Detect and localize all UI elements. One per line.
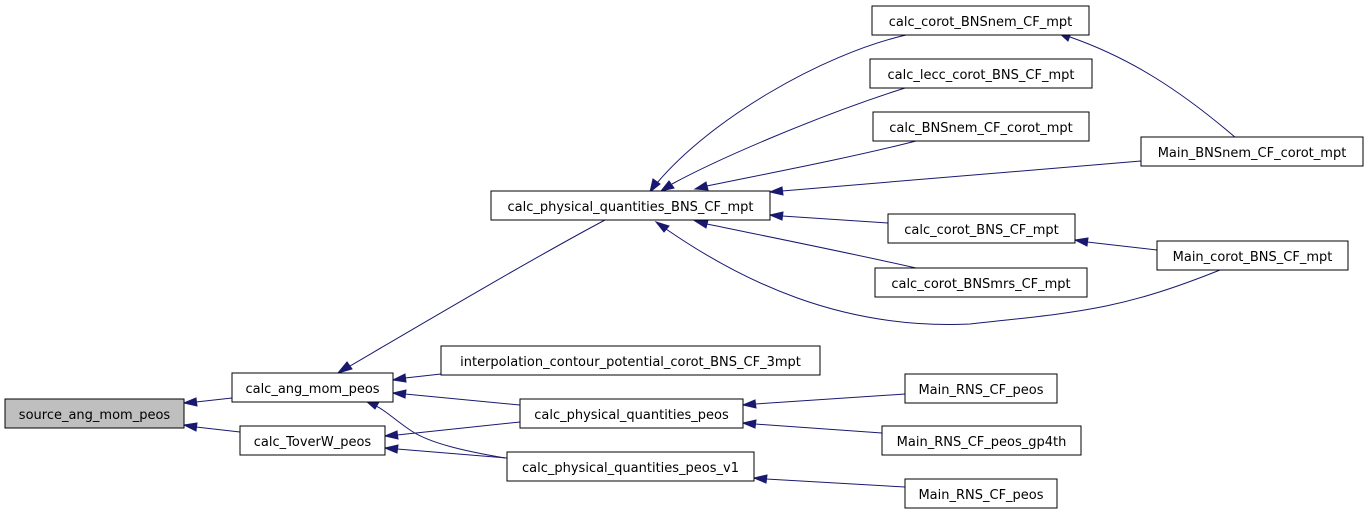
edge-calc_ToverW_peos-to-source bbox=[182, 422, 241, 433]
node-source_ang_mom_peos: source_ang_mom_peos bbox=[4, 398, 185, 429]
svg-text:calc_ToverW_peos: calc_ToverW_peos bbox=[254, 435, 372, 450]
edge-Main_RNS_CF_peos_gp4th-to-calc_physical_quantities_peos bbox=[741, 419, 883, 434]
node-calc_physical_quantities_peos_v1[interactable]: calc_physical_quantities_peos_v1 bbox=[506, 451, 755, 482]
node-Main_BNSnem_CF_corot_mpt[interactable]: Main_BNSnem_CF_corot_mpt bbox=[1140, 136, 1364, 167]
edge-calc_physical_quantities_peos-to-calc_ang_mom_peos bbox=[391, 389, 521, 406]
node-Main_corot_BNS_CF_mpt[interactable]: Main_corot_BNS_CF_mpt bbox=[1156, 240, 1349, 271]
svg-text:calc_corot_BNS_CF_mpt: calc_corot_BNS_CF_mpt bbox=[904, 223, 1059, 238]
edge-Main_BNSnem_CF_corot_mpt-to-calc_physical_quantities_BNS_CF_mpt bbox=[768, 160, 1142, 196]
svg-text:calc_physical_quantities_peos_: calc_physical_quantities_peos_v1 bbox=[522, 461, 739, 476]
svg-text:calc_corot_BNSmrs_CF_mpt: calc_corot_BNSmrs_CF_mpt bbox=[891, 277, 1070, 292]
svg-text:Main_RNS_CF_peos: Main_RNS_CF_peos bbox=[918, 383, 1043, 398]
edge-Main_corot_BNS_CF_mpt-to-calc_physical_quantities_BNS_CF_mpt bbox=[654, 221, 1221, 325]
node-calc_ang_mom_peos[interactable]: calc_ang_mom_peos bbox=[231, 372, 394, 403]
edge-calc_ang_mom_peos-to-source bbox=[182, 397, 233, 407]
svg-text:calc_physical_quantities_peos: calc_physical_quantities_peos bbox=[534, 408, 729, 423]
edge-Main_RNS_CF_peos-to-calc_physical_quantities_peos bbox=[741, 393, 906, 409]
svg-text:calc_lecc_corot_BNS_CF_mpt: calc_lecc_corot_BNS_CF_mpt bbox=[888, 68, 1075, 83]
node-Main_RNS_CF_peos-2[interactable]: Main_RNS_CF_peos bbox=[904, 478, 1058, 509]
node-Main_RNS_CF_peos_gp4th[interactable]: Main_RNS_CF_peos_gp4th bbox=[881, 425, 1082, 456]
edge-Main_RNS_CF_peos-to-calc_physical_quantities_peos_v1 bbox=[752, 474, 906, 488]
node-interpolation_contour_potential_corot_BNS_CF_3mpt[interactable]: interpolation_contour_potential_corot_BN… bbox=[440, 345, 821, 376]
svg-text:calc_physical_quantities_BNS_C: calc_physical_quantities_BNS_CF_mpt bbox=[507, 200, 753, 215]
svg-text:interpolation_contour_potentia: interpolation_contour_potential_corot_BN… bbox=[460, 355, 801, 370]
edge-calc_BNSnem_CF_corot_mpt-to-calc_physical_quantities_BNS_CF_mpt bbox=[693, 140, 917, 191]
node-calc_corot_BNS_CF_mpt[interactable]: calc_corot_BNS_CF_mpt bbox=[887, 213, 1076, 244]
edge-interpolation-to-calc_ang_mom_peos bbox=[391, 373, 442, 383]
node-calc_physical_quantities_BNS_CF_mpt[interactable]: calc_physical_quantities_BNS_CF_mpt bbox=[490, 190, 771, 221]
edge-calc_physical_quantities_BNS_CF_mpt-to-calc_ang_mom_peos bbox=[336, 219, 606, 374]
edge-calc_corot_BNSmrs_CF_mpt-to-calc_physical_quantities_BNS_CF_mpt bbox=[693, 219, 917, 269]
svg-text:Main_BNSnem_CF_corot_mpt: Main_BNSnem_CF_corot_mpt bbox=[1158, 146, 1347, 161]
svg-text:calc_BNSnem_CF_corot_mpt: calc_BNSnem_CF_corot_mpt bbox=[889, 121, 1072, 136]
svg-text:source_ang_mom_peos: source_ang_mom_peos bbox=[19, 408, 171, 423]
edge-calc_lecc_corot_BNS_CF_mpt-to-calc_physical_quantities_BNS_CF_mpt bbox=[659, 87, 906, 192]
node-calc_corot_BNSnem_CF_mpt[interactable]: calc_corot_BNSnem_CF_mpt bbox=[871, 5, 1090, 36]
edge-calc_physical_quantities_peos_v1-to-calc_ang_mom_peos bbox=[364, 400, 506, 459]
node-calc_physical_quantities_peos[interactable]: calc_physical_quantities_peos bbox=[519, 398, 744, 429]
edge-Main_corot_BNS_CF_mpt-to-calc_corot_BNS_CF_mpt bbox=[1073, 237, 1158, 251]
node-Main_RNS_CF_peos[interactable]: Main_RNS_CF_peos bbox=[904, 373, 1058, 404]
node-calc_corot_BNSmrs_CF_mpt[interactable]: calc_corot_BNSmrs_CF_mpt bbox=[874, 267, 1088, 298]
svg-text:Main_RNS_CF_peos_gp4th: Main_RNS_CF_peos_gp4th bbox=[897, 435, 1067, 450]
node-calc_BNSnem_CF_corot_mpt[interactable]: calc_BNSnem_CF_corot_mpt bbox=[872, 111, 1090, 142]
svg-text:calc_ang_mom_peos: calc_ang_mom_peos bbox=[245, 382, 379, 397]
edge-calc_physical_quantities_peos-to-calc_ToverW_peos bbox=[383, 421, 521, 440]
svg-text:calc_corot_BNSnem_CF_mpt: calc_corot_BNSnem_CF_mpt bbox=[889, 15, 1072, 30]
edge-calc_corot_BNS_CF_mpt-to-calc_physical_quantities_BNS_CF_mpt bbox=[768, 211, 889, 224]
edge-calc_physical_quantities_peos_v1-to-calc_ToverW_peos bbox=[383, 444, 508, 459]
svg-text:Main_RNS_CF_peos: Main_RNS_CF_peos bbox=[918, 488, 1043, 503]
node-calc_lecc_corot_BNS_CF_mpt[interactable]: calc_lecc_corot_BNS_CF_mpt bbox=[869, 58, 1093, 89]
svg-text:Main_corot_BNS_CF_mpt: Main_corot_BNS_CF_mpt bbox=[1173, 250, 1333, 265]
node-calc_ToverW_peos[interactable]: calc_ToverW_peos bbox=[239, 425, 386, 456]
edge-calc_corot_BNSnem_CF_mpt-to-calc_physical_quantities_BNS_CF_mpt bbox=[649, 34, 907, 194]
